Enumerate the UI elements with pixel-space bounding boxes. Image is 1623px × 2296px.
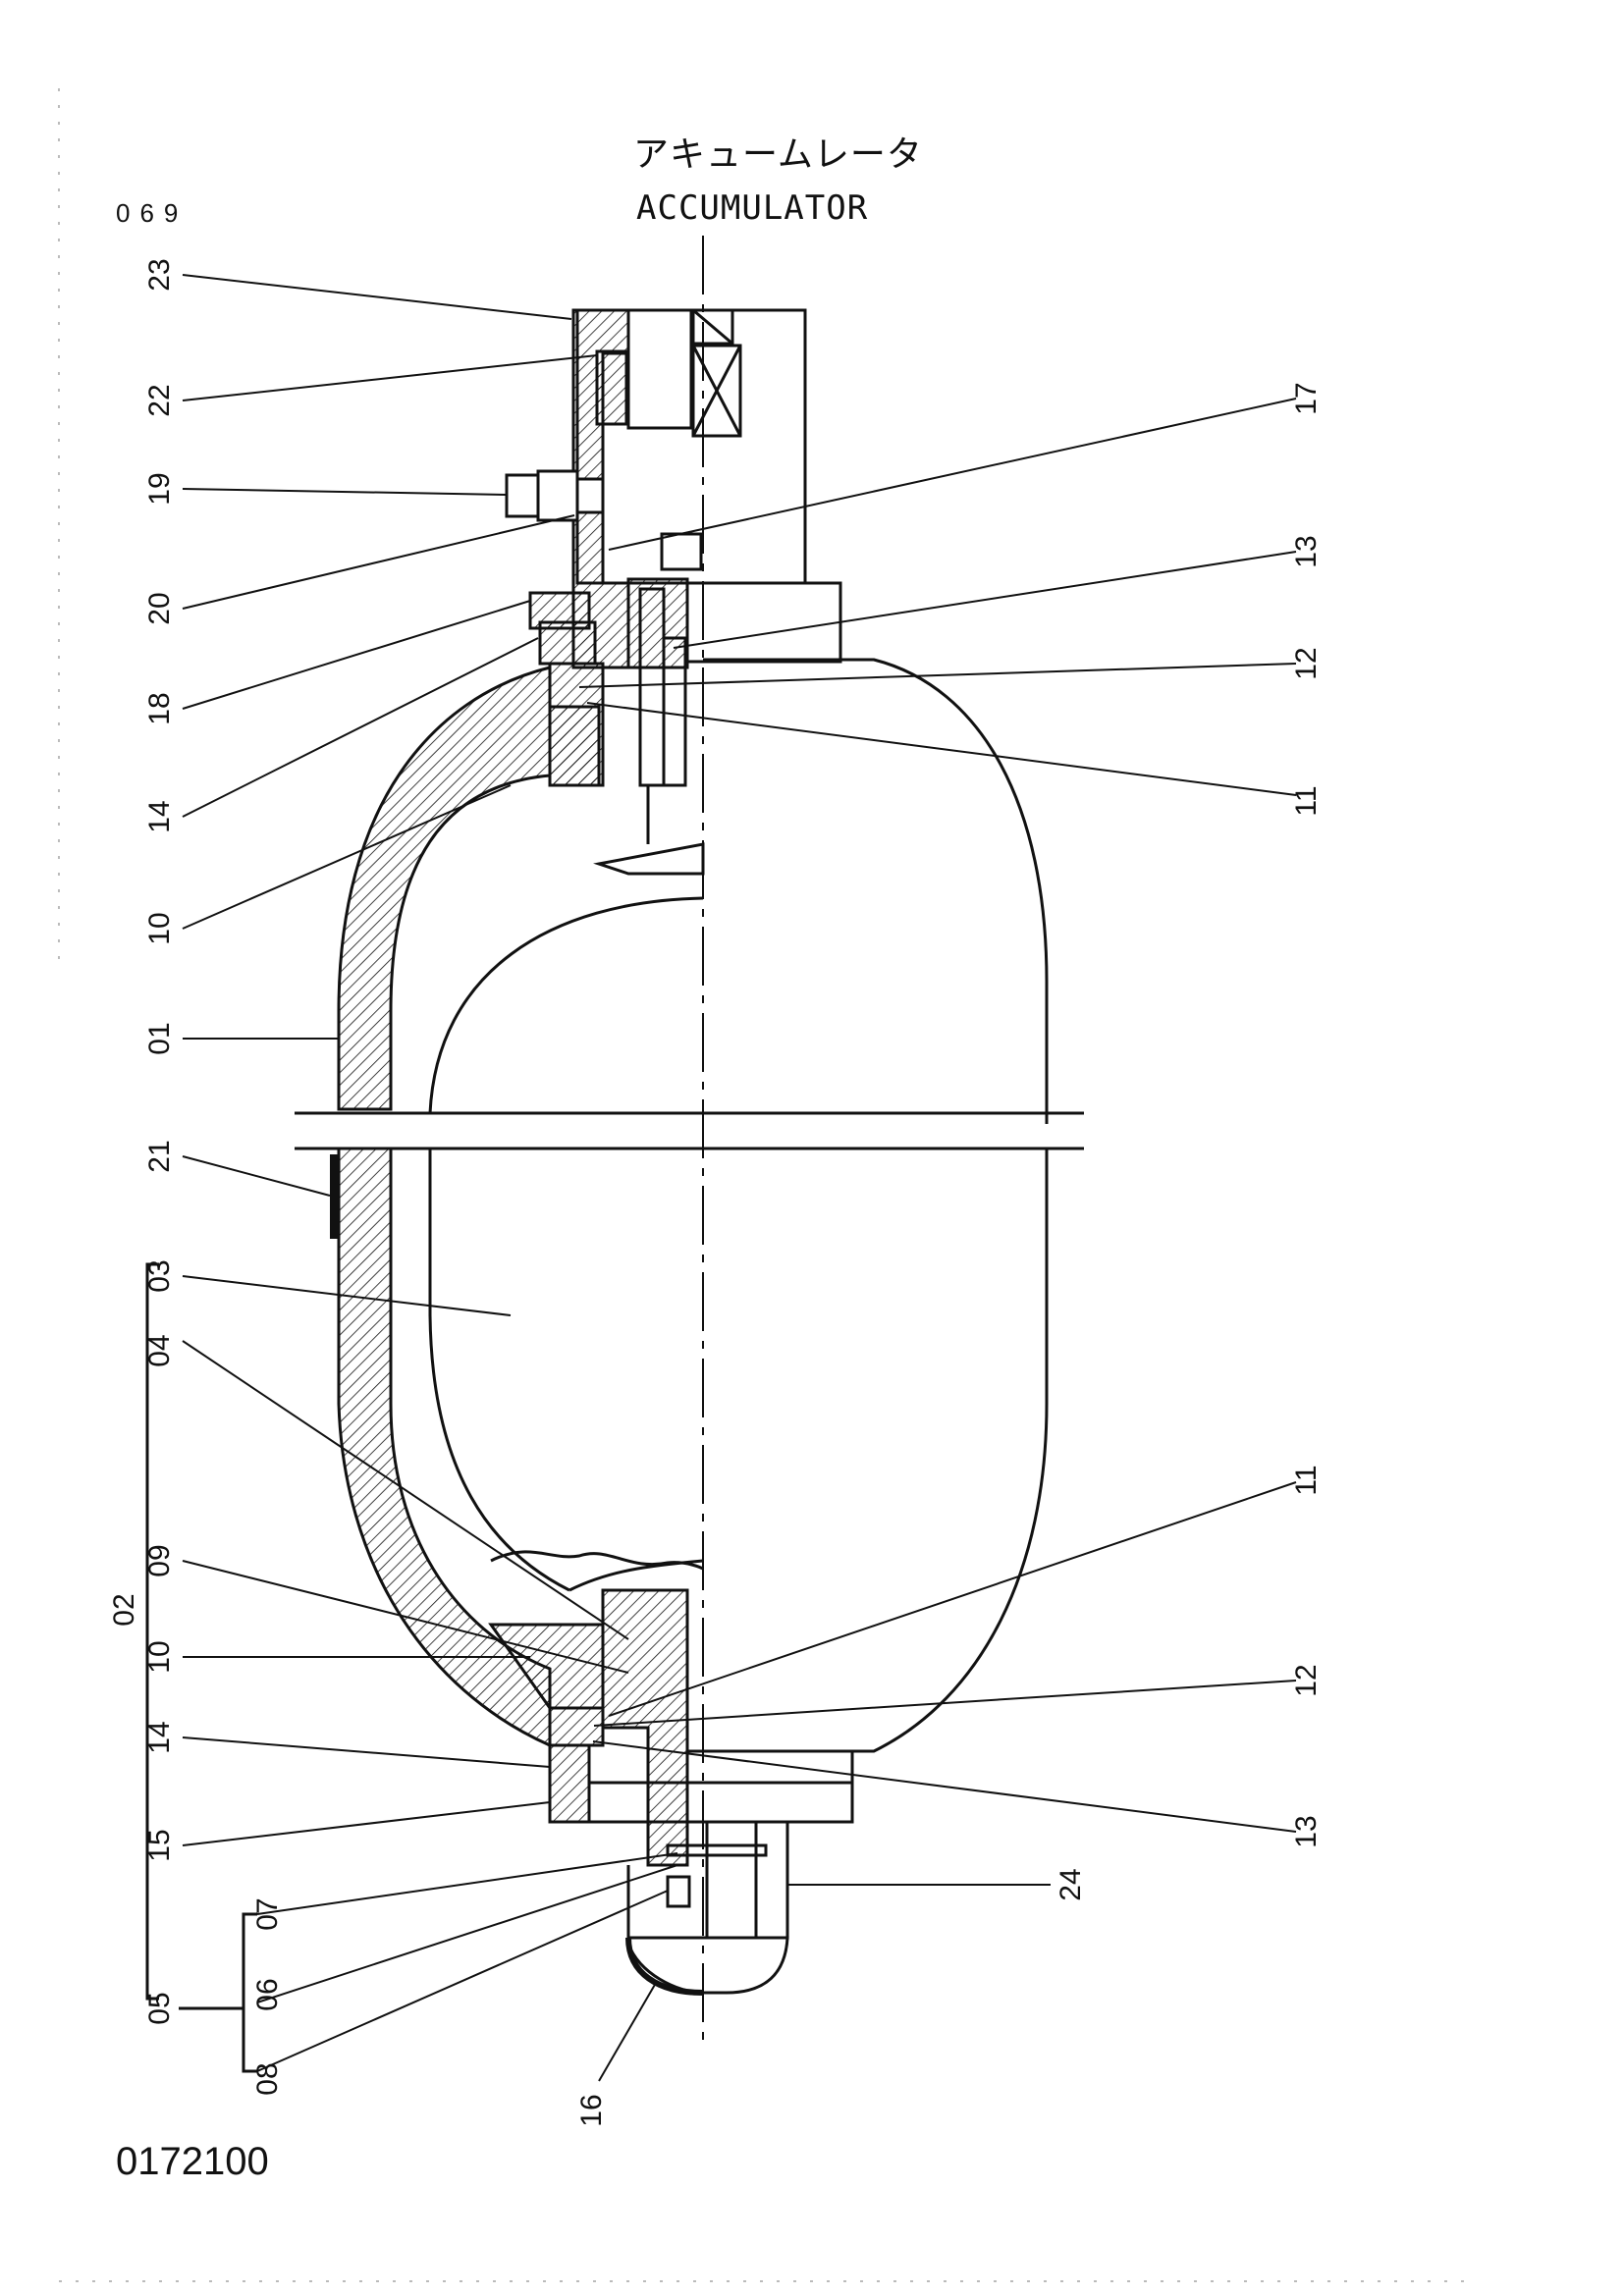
break-lines <box>295 1111 1084 1150</box>
callout-12-lower: 12 <box>1290 1664 1323 1696</box>
callout-14-upper: 14 <box>143 800 176 832</box>
callout-19: 19 <box>143 472 176 505</box>
scan-marks <box>58 88 1473 2282</box>
poppet-stem <box>593 587 705 876</box>
bladder <box>428 896 704 1592</box>
callout-13-lower: 13 <box>1290 1815 1323 1847</box>
upper-port-block <box>548 662 605 787</box>
title-english: ACCUMULATOR <box>636 188 869 228</box>
gas-plug-fitting <box>505 469 605 522</box>
callout-labels: 23 22 19 20 18 14 10 01 21 03 04 09 02 1… <box>108 258 1323 2126</box>
callout-17: 17 <box>1290 382 1323 414</box>
callout-02: 02 <box>108 1593 140 1626</box>
callout-14-lower: 14 <box>143 1721 176 1753</box>
callout-15: 15 <box>143 1829 176 1861</box>
bottom-cap <box>625 1937 704 1996</box>
lower-plug <box>666 1875 691 1908</box>
callout-16: 16 <box>575 2094 608 2126</box>
callout-05: 05 <box>143 1992 176 2024</box>
callout-21: 21 <box>143 1140 176 1172</box>
callout-12-upper: 12 <box>1290 647 1323 679</box>
callout-11-upper: 11 <box>1290 785 1323 816</box>
callout-06: 06 <box>251 1978 284 2010</box>
callout-03: 03 <box>143 1259 176 1292</box>
page-number: 069 <box>116 198 189 228</box>
callout-22: 22 <box>143 384 176 416</box>
group-brackets <box>145 1262 257 2073</box>
shell-outer-right <box>703 658 1049 1753</box>
callout-24: 24 <box>1055 1868 1087 1900</box>
fluid-port-body <box>587 1749 854 1995</box>
drawing-number: 0172100 <box>116 2140 269 2183</box>
callout-01: 01 <box>143 1022 176 1054</box>
callout-11-lower: 11 <box>1290 1465 1323 1495</box>
callout-07: 07 <box>251 1897 284 1930</box>
callout-20: 20 <box>143 592 176 624</box>
callout-13-upper: 13 <box>1290 535 1323 567</box>
callout-08: 08 <box>251 2062 284 2095</box>
callout-10-lower: 10 <box>143 1640 176 1673</box>
title-japanese: アキュームレータ <box>633 134 923 175</box>
leader-lines <box>182 274 1297 2082</box>
callout-18: 18 <box>143 692 176 724</box>
callout-23: 23 <box>143 258 176 291</box>
callout-04: 04 <box>143 1334 176 1366</box>
lower-collar-hatch <box>589 1953 628 1963</box>
bladder-torn-edge <box>490 1550 704 1571</box>
callout-10-upper: 10 <box>143 912 176 944</box>
name-plate <box>330 1154 340 1239</box>
callout-09: 09 <box>143 1544 176 1576</box>
